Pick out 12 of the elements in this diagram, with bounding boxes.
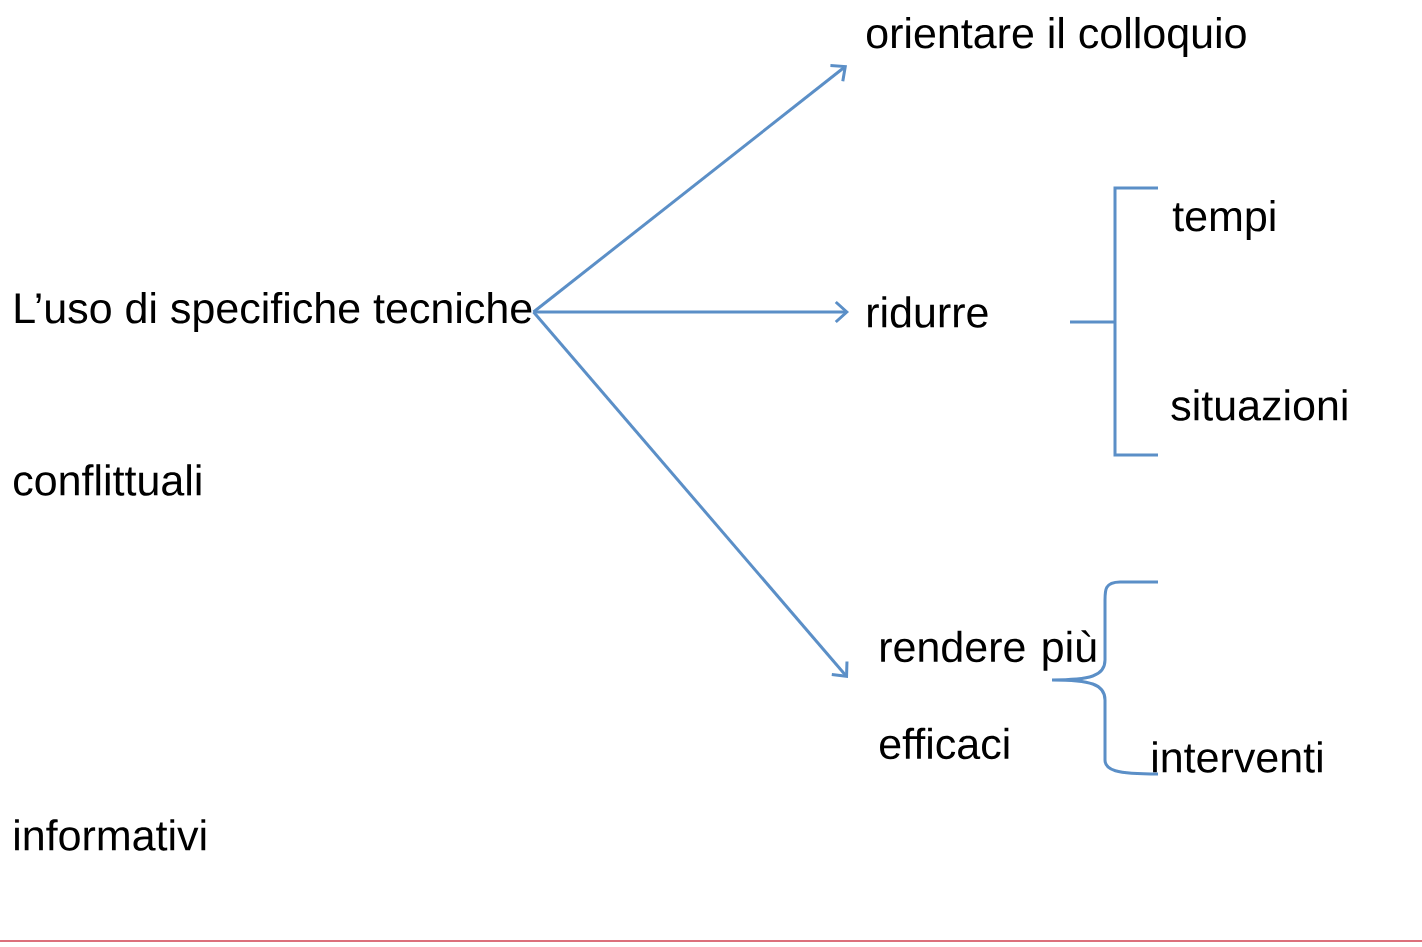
label: situazioni	[1171, 389, 1347, 421]
arrow	[533, 300, 849, 324]
node-text: ridurre	[868, 296, 988, 328]
arrow	[532, 311, 849, 678]
label: informativi	[15, 819, 206, 851]
arrow	[532, 64, 847, 314]
node-text: rendere più efficaci	[880, 630, 1096, 760]
label: conflittuali	[14, 464, 201, 496]
label: interventi	[1153, 741, 1322, 773]
node-text: L’uso di specifiche tecniche	[15, 291, 532, 333]
label: tempi	[1172, 199, 1275, 241]
node-text: orientare il colloquio	[867, 16, 1246, 58]
